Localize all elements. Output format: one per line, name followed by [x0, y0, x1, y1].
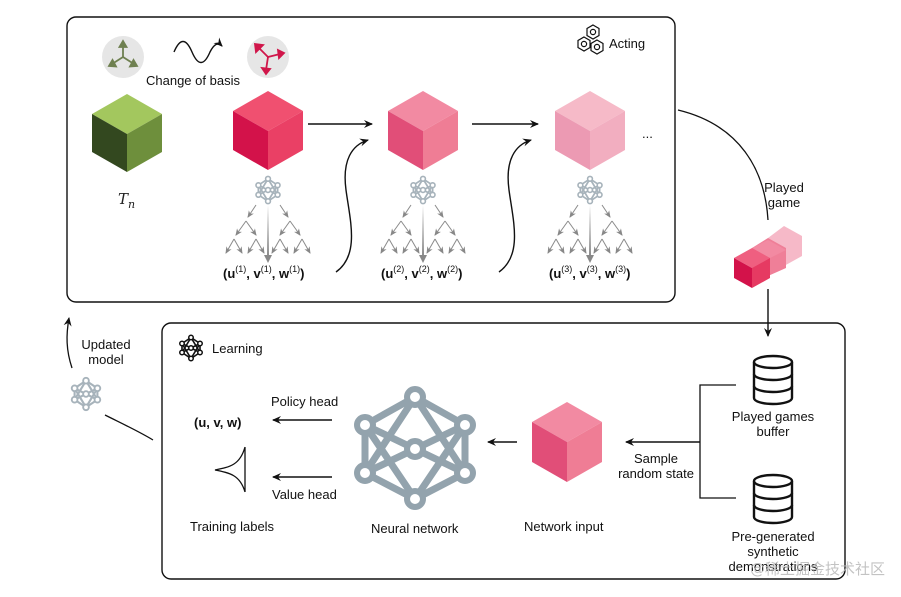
watermark: @稀土掘金技术社区 — [750, 560, 885, 578]
policy-target-label: (u, v, w) — [194, 415, 241, 430]
acting-title: Acting — [609, 36, 645, 51]
played-game-label-2: game — [768, 195, 801, 210]
search-tree-2 — [381, 205, 465, 263]
value-distribution-icon — [214, 446, 246, 493]
tensor-cube — [92, 94, 162, 172]
updated-model-connector — [104, 414, 154, 441]
tensor-label: Tn — [118, 190, 135, 211]
value-head-label: Value head — [272, 487, 337, 502]
learning-network-icon — [178, 334, 204, 362]
gears-icon — [577, 24, 604, 55]
ellipsis: ... — [642, 126, 653, 141]
training-labels-caption: Training labels — [190, 519, 275, 534]
action-arrow-1 — [335, 138, 369, 273]
updated-model-arrow — [63, 317, 73, 369]
policy-network-icon-1 — [255, 175, 281, 205]
buffer-label-1: Played games — [732, 409, 815, 424]
played-game-cubes — [734, 226, 802, 288]
sample-label-2: random state — [618, 466, 694, 481]
factors-label-3: (u(3), v(3), w(3)) — [549, 264, 630, 281]
change-of-basis-arrow — [173, 37, 223, 64]
search-tree-1 — [226, 205, 310, 263]
neural-network-caption: Neural network — [371, 521, 459, 536]
policy-head-label: Policy head — [271, 394, 338, 409]
sample-label-1: Sample — [634, 451, 678, 466]
synthetic-demonstrations-icon — [752, 473, 794, 525]
learning-title: Learning — [212, 341, 263, 356]
played-game-label-1: Played — [764, 180, 804, 195]
factors-label-2: (u(2), v(2), w(2)) — [381, 264, 462, 281]
learning-panel — [161, 322, 846, 580]
state-cube-2 — [388, 91, 458, 170]
policy-network-icon-2 — [410, 175, 436, 205]
network-input-cube — [532, 402, 602, 482]
synthetic-label-1: Pre-generated — [731, 529, 814, 544]
network-input-caption: Network input — [524, 519, 604, 534]
original-basis-icon — [102, 36, 144, 78]
state-cube-3 — [555, 91, 625, 170]
buffer-label-2: buffer — [756, 424, 790, 439]
updated-model-label-2: model — [88, 352, 124, 367]
state-cube-1 — [233, 91, 303, 170]
synthetic-label-2: synthetic — [747, 544, 799, 559]
synthetic-label-3: demonstrations — [729, 559, 818, 574]
sample-bracket — [699, 384, 736, 499]
played-game-connector — [677, 109, 769, 221]
search-tree-3 — [548, 205, 632, 263]
transformed-basis-icon — [247, 36, 289, 78]
updated-model-label-1: Updated — [81, 337, 130, 352]
change-of-basis-label: Change of basis — [146, 73, 240, 88]
updated-model-network-icon — [70, 376, 102, 412]
policy-network-icon-3 — [577, 175, 603, 205]
played-games-buffer-icon — [752, 354, 794, 406]
factors-label-1: (u(1), v(1), w(1)) — [223, 264, 304, 281]
neural-network-icon — [354, 386, 476, 510]
action-arrow-2 — [498, 138, 532, 273]
acting-panel — [66, 16, 676, 303]
